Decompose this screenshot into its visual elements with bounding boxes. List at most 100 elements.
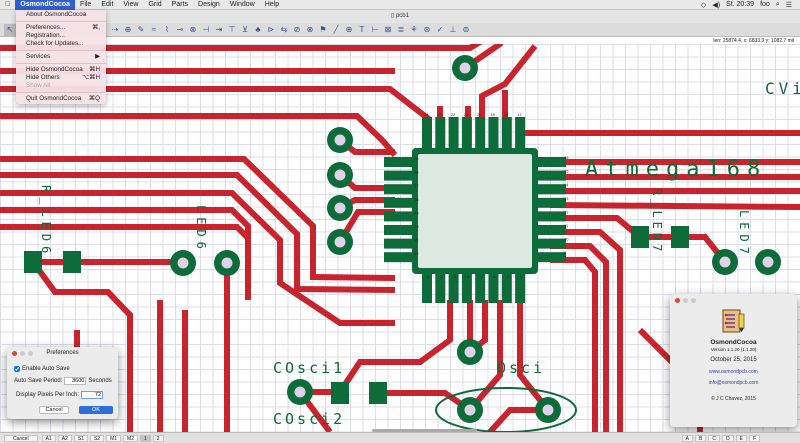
chip-pin-right [536, 197, 566, 208]
menu-item-hide-osmondcocoa[interactable]: Hide OsmondCocoa⌘H [16, 66, 106, 74]
chip-pin-top [475, 117, 486, 149]
menu-grid[interactable]: Grid [143, 0, 161, 8]
enable-auto-save-checkbox[interactable] [14, 365, 20, 372]
button-d[interactable]: D [721, 434, 734, 442]
tool-0-icon[interactable]: ↖ [4, 23, 16, 36]
layer-button-s2[interactable]: S2 [89, 434, 105, 442]
layer-button-1[interactable]: 1 [139, 434, 151, 442]
menu-item-preferences[interactable]: Preferences...⌘, [16, 24, 106, 32]
tool-28-icon[interactable]: ⊜ [462, 24, 470, 34]
menu-item-show-all: Show All [16, 82, 106, 90]
notification-center-icon[interactable]: ☰ [785, 1, 792, 9]
tool-19-icon[interactable]: ⊕ [345, 24, 353, 34]
menu-item-shortcut: ⌘Q [88, 95, 100, 102]
website-link[interactable]: www.osmondpcb.com [709, 369, 758, 376]
button-e[interactable]: E [735, 434, 747, 442]
menu-parts[interactable]: Parts [166, 0, 188, 8]
menu-design[interactable]: Design [192, 0, 220, 8]
tool-3-icon[interactable]: ✎ [137, 24, 145, 34]
button-f[interactable]: F [748, 434, 760, 442]
menu-item-services[interactable]: Services▶ [16, 53, 106, 61]
tool-14-icon[interactable]: ⇆ [280, 24, 288, 34]
tool-27-icon[interactable]: ⊥ [449, 24, 457, 34]
volume-icon[interactable]: ◀) [712, 1, 721, 9]
minimize-button[interactable] [683, 298, 688, 303]
layer-button-m2[interactable]: M2 [123, 434, 138, 442]
email-link[interactable]: info@osmondpcb.com [708, 379, 759, 386]
tool-17-icon[interactable]: ⚑ [319, 24, 327, 34]
apple-menu-icon[interactable]:  [0, 0, 15, 10]
tool-12-icon[interactable]: ♣ [255, 24, 261, 34]
clock[interactable]: Št. 20:39 [726, 0, 755, 8]
drill-hole [542, 404, 554, 416]
menu-file[interactable]: File [74, 0, 91, 8]
minimize-button[interactable] [20, 351, 25, 356]
tool-5-icon[interactable]: ⌇ [165, 24, 169, 34]
menu-item-quit-osmondcocoa[interactable]: Quit OsmondCocoa⌘Q [16, 95, 106, 103]
zoom-button[interactable] [691, 298, 696, 303]
user-name[interactable]: foo [760, 0, 770, 8]
tool-11-icon[interactable]: ⊻ [242, 24, 248, 34]
menu-item-check-for-updates[interactable]: Check for Updates... [16, 40, 106, 48]
chip-pin-bottom [475, 273, 486, 303]
r-led6-label: R_LED6 [39, 185, 53, 258]
tool-21-icon[interactable]: ⊢ [371, 24, 379, 34]
menu-edit[interactable]: Edit [96, 0, 113, 8]
menu-view[interactable]: View [118, 0, 138, 8]
tool-10-icon[interactable]: ⊤ [228, 24, 236, 34]
menu-app[interactable]: OsmondCocoa [15, 0, 76, 10]
tool-16-icon[interactable]: ⊗ [306, 24, 314, 34]
drill-hole [177, 257, 189, 269]
layer-button-s1[interactable]: S1 [73, 434, 88, 442]
menu-item-hide-others[interactable]: Hide Others⌥⌘H [16, 74, 106, 82]
tool-22-icon[interactable]: ⊠ [384, 24, 392, 34]
button-a[interactable]: A [681, 434, 693, 442]
tool-15-icon[interactable]: ⊘ [293, 24, 301, 34]
tool-6-icon[interactable]: ⊸ [176, 24, 184, 34]
tool-20-icon[interactable]: T [359, 24, 365, 34]
layer-button-m1[interactable]: M1 [106, 434, 122, 442]
chip-pin-left [384, 225, 414, 235]
pin-number: 13 [564, 196, 569, 201]
led7-label: LED7 [737, 210, 751, 259]
layer-button-2[interactable]: 2 [152, 434, 164, 442]
menu-window[interactable]: Window [224, 0, 255, 8]
chip-pin-bottom [448, 273, 459, 303]
zoom-button[interactable] [28, 351, 33, 356]
tool-8-icon[interactable]: ⊣ [202, 24, 210, 34]
tool-26-icon[interactable]: ✓ [436, 24, 444, 34]
close-button[interactable] [12, 351, 17, 356]
chip-pin-top [448, 117, 459, 149]
tool-24-icon[interactable]: ⚘ [410, 24, 418, 34]
menu-item-about-osmondcocoa[interactable]: About OsmondCocoa [16, 11, 106, 19]
pin-number: 31 [414, 238, 419, 243]
button-c[interactable]: C [708, 434, 720, 442]
drill-hole [294, 386, 306, 398]
wifi-icon[interactable]: ◇ [700, 1, 707, 9]
menu-item-registration[interactable]: Registration... [16, 32, 106, 40]
drill-hole [334, 236, 346, 248]
tool-25-icon[interactable]: ⊛ [423, 24, 431, 34]
tool-23-icon[interactable]: ≣ [397, 24, 405, 34]
tool-7-icon[interactable]: ⊗ [189, 24, 197, 34]
tool-18-icon[interactable]: ╱ [333, 24, 339, 34]
tool-4-icon[interactable]: ≈ [151, 24, 157, 34]
auto-save-period-input[interactable] [64, 376, 87, 385]
dpi-input[interactable] [81, 390, 104, 399]
tool-9-icon[interactable]: ⇥ [215, 24, 223, 34]
chip-pin-left [384, 238, 414, 249]
layer-button-a1[interactable]: A1 [41, 434, 56, 442]
cancel-button[interactable]: Cancel [4, 434, 38, 442]
tool-13-icon[interactable]: ⊳ [267, 24, 275, 34]
ok-button[interactable]: OK [79, 406, 113, 414]
tool-1-icon[interactable]: ⇢ [111, 24, 119, 34]
spotlight-icon[interactable]: ⌕ [775, 0, 780, 8]
layer-button-a2[interactable]: A2 [57, 434, 72, 442]
tool-2-icon[interactable]: ⊕ [124, 24, 132, 34]
cancel-button[interactable]: Cancel [39, 406, 69, 414]
button-b[interactable]: B [695, 434, 707, 442]
horizontal-scrollbar[interactable] [372, 429, 477, 432]
close-button[interactable] [675, 298, 680, 303]
menu-help[interactable]: Help [259, 0, 279, 8]
